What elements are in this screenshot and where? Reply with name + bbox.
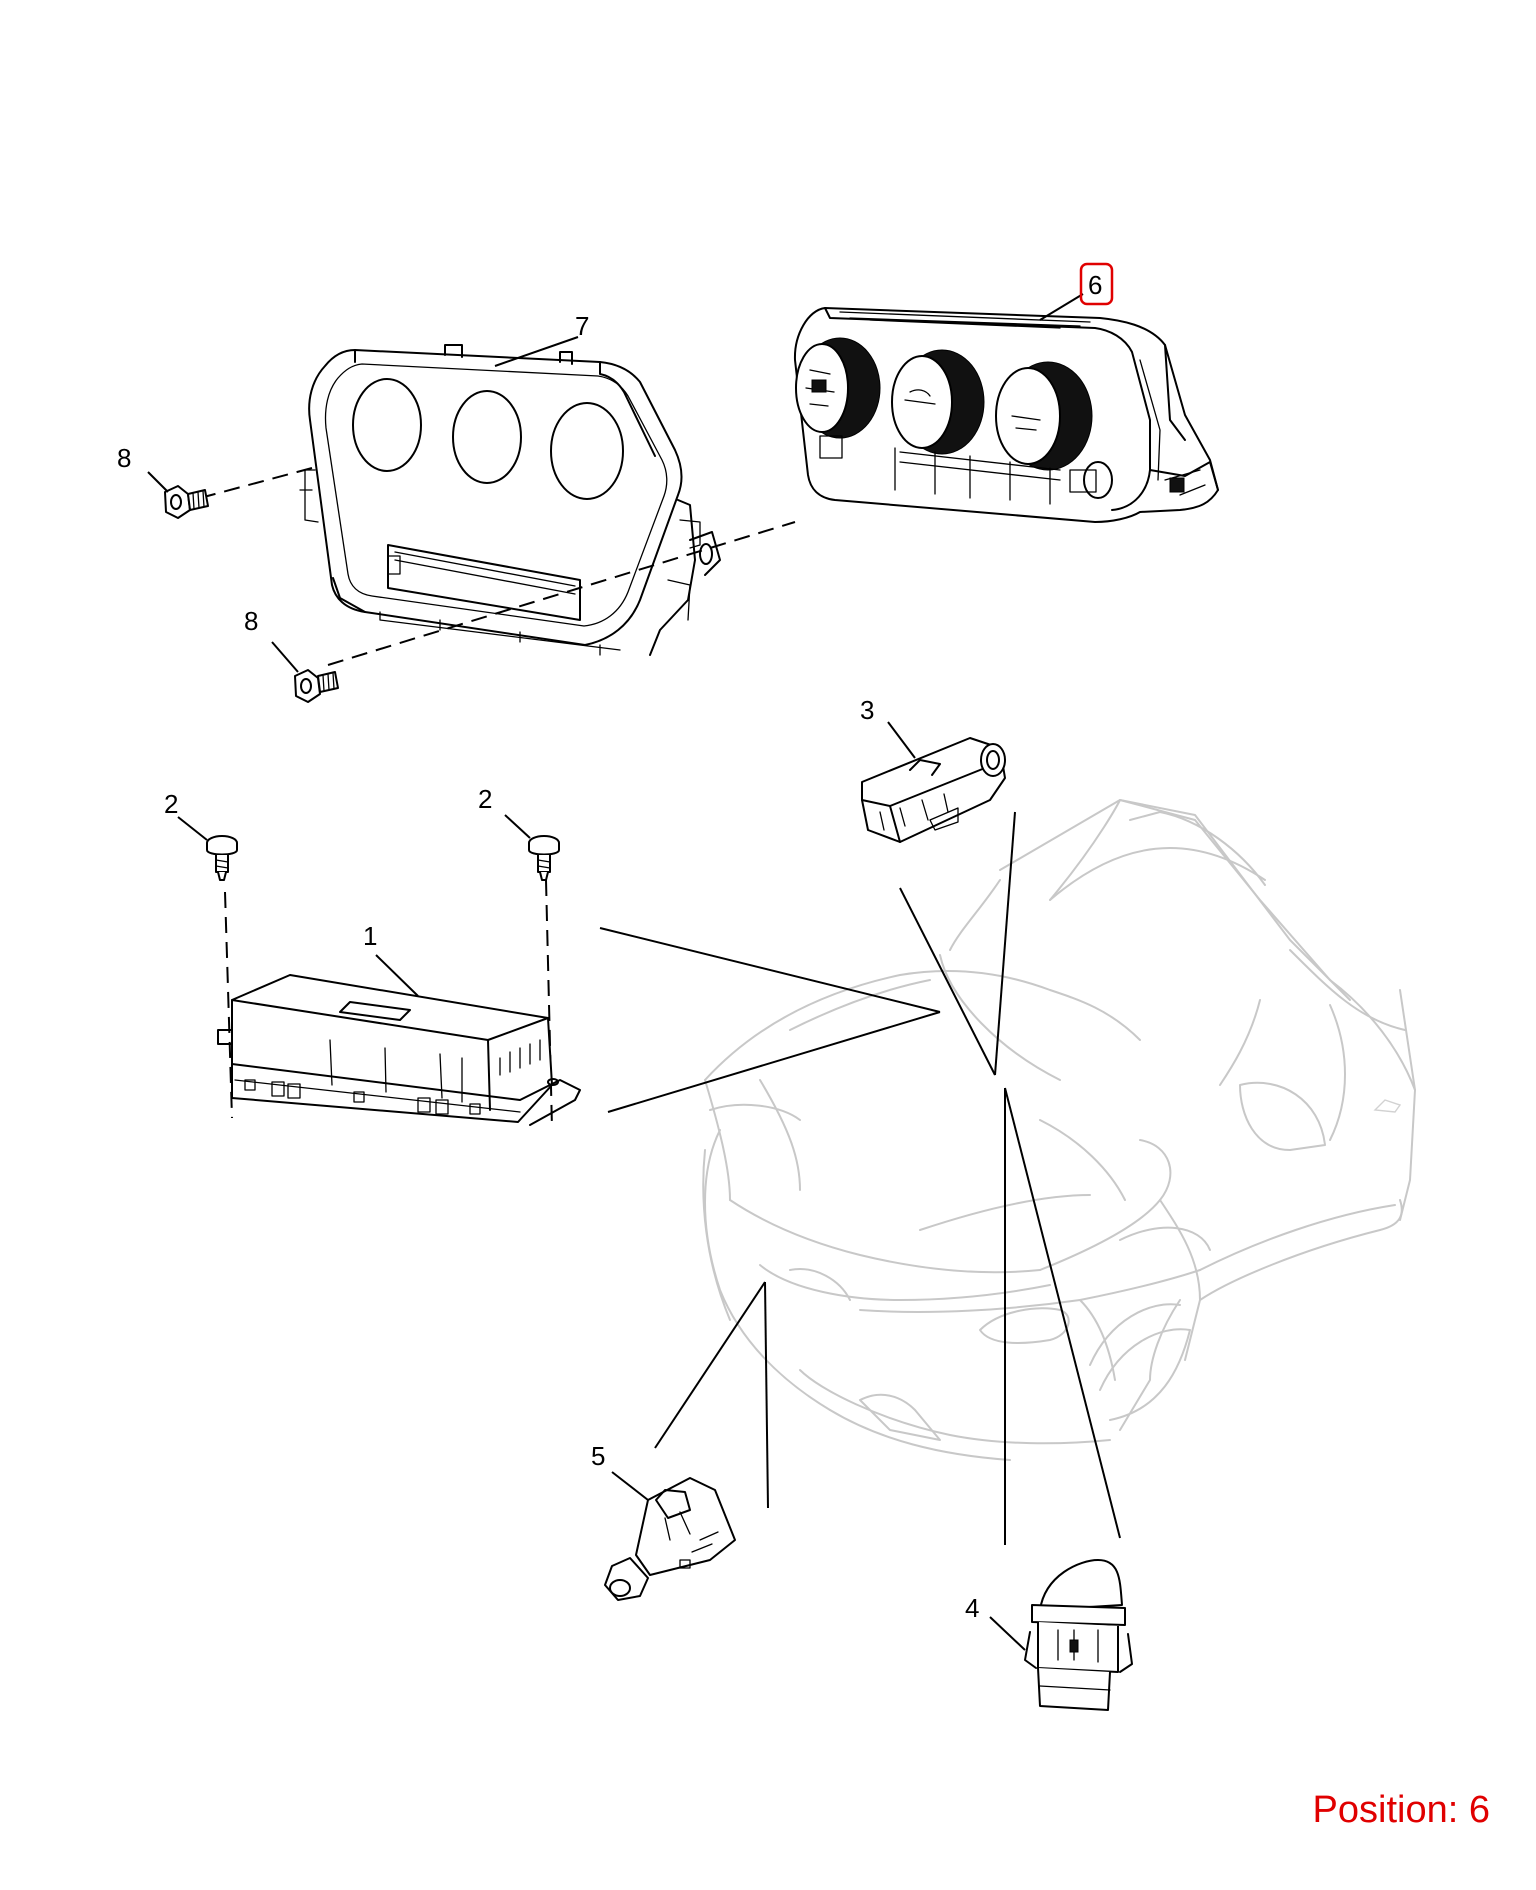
vehicle-outline <box>702 799 1416 1461</box>
callout-part-5: 5 <box>591 1441 605 1471</box>
bezel-part-7 <box>299 344 721 656</box>
sensor-part-5 <box>604 1477 736 1601</box>
callout-part-2-right: 2 <box>478 784 492 814</box>
sensor-part-4 <box>1024 1559 1133 1711</box>
screw-part-2-left <box>206 835 238 881</box>
callout-part-8-lower: 8 <box>244 606 258 636</box>
callout-part-2-left: 2 <box>164 789 178 819</box>
control-module-part-6 <box>793 307 1219 523</box>
screw-part-8-lower <box>294 669 339 703</box>
module-part-1 <box>217 974 581 1126</box>
callout-part-3: 3 <box>860 695 874 725</box>
callout-part-4: 4 <box>965 1593 979 1623</box>
sensor-part-3 <box>861 737 1006 843</box>
callout-leaders <box>147 293 1084 1651</box>
screw-part-8-upper <box>164 485 209 519</box>
callout-part-1: 1 <box>363 921 377 951</box>
screw-part-2-right <box>528 835 560 881</box>
highlight-box-part-6 <box>1079 262 1114 306</box>
callout-part-8-upper: 8 <box>117 443 131 473</box>
callout-part-6: 6 <box>1088 270 1102 300</box>
vehicle-leader-lines <box>599 811 1121 1545</box>
callout-labels: 7 6 8 8 2 2 1 3 5 4 <box>117 262 1114 1623</box>
position-label: Position: 6 <box>1312 1789 1490 1831</box>
callout-part-7: 7 <box>575 311 589 341</box>
